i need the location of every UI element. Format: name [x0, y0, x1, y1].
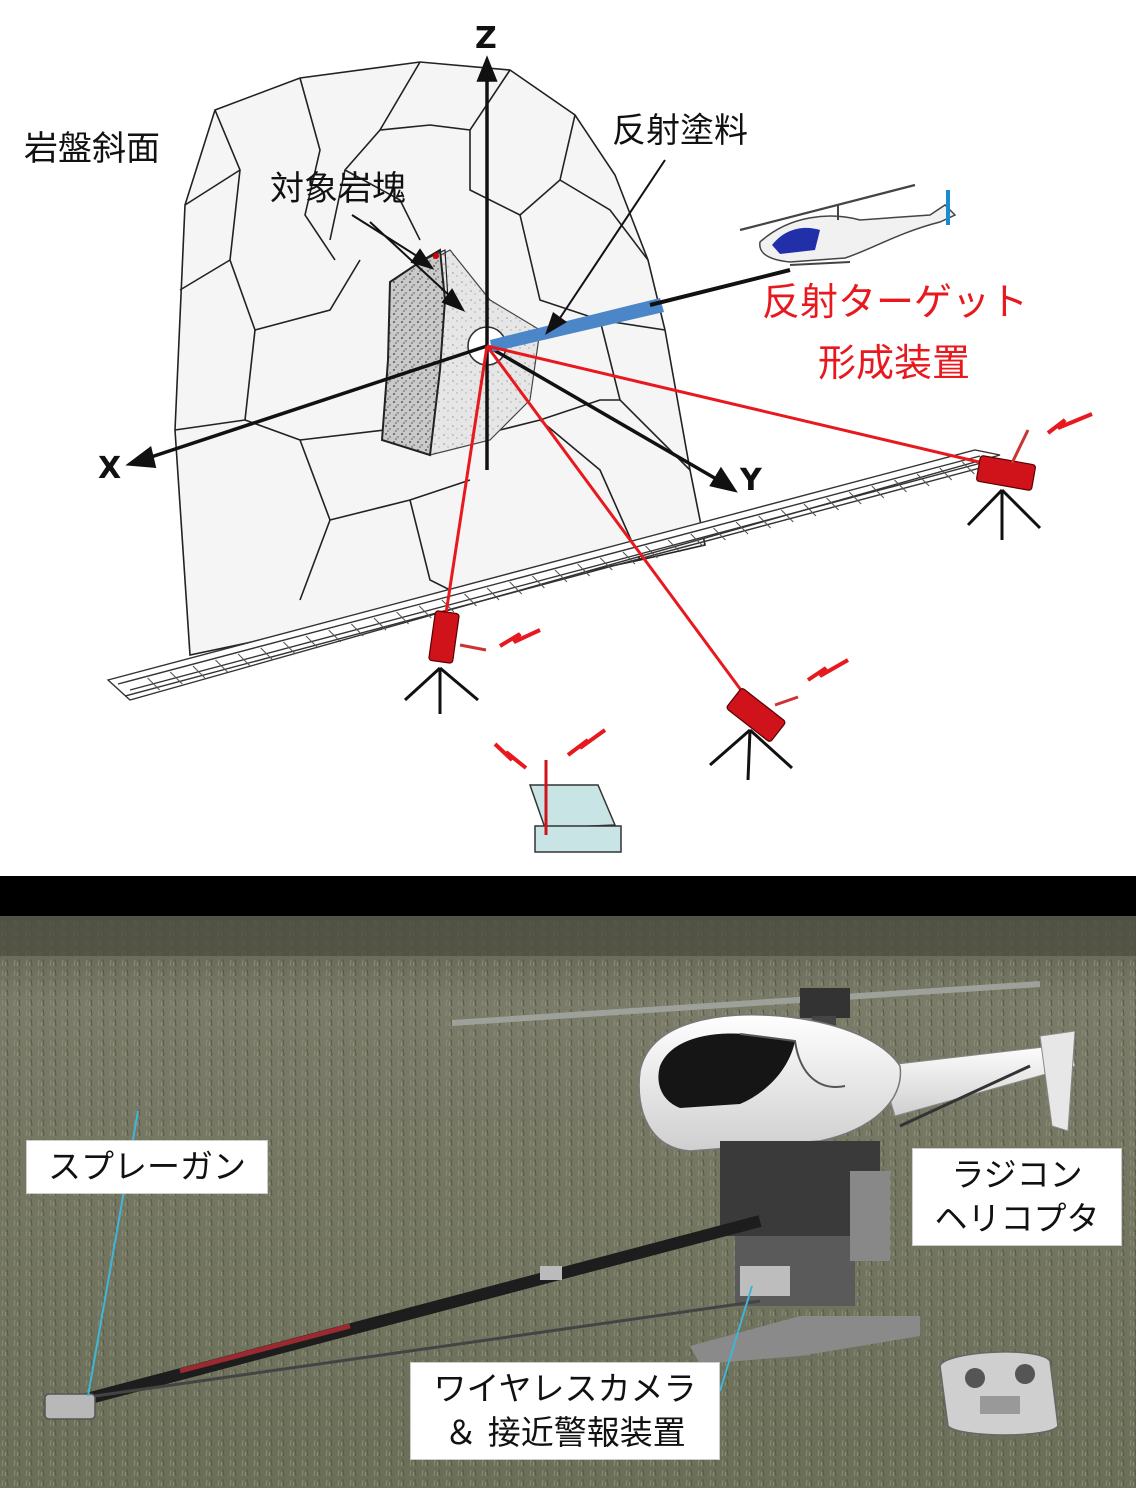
rail-tie: [961, 461, 975, 475]
diagram-canvas: 岩盤斜面 対象岩塊 反射塗料 反射ターゲット 形成装置 Z X Y: [24, 21, 1093, 853]
schematic-diagram: 岩盤斜面 対象岩塊 反射塗料 反射ターゲット 形成装置 Z X Y: [24, 21, 1093, 853]
rail-tie: [486, 587, 500, 601]
target-device-label-line2: 形成装置: [818, 341, 970, 385]
rail-tie: [871, 485, 885, 499]
rail-tie: [509, 581, 523, 595]
rail-tie: [373, 617, 387, 631]
laser-instrument-left: [403, 610, 541, 714]
paint-pointer: [545, 159, 666, 335]
rail-tie: [826, 497, 839, 511]
rail-tie: [350, 623, 364, 637]
rail-tie: [645, 545, 658, 559]
spray-gun-callout: スプレーガン: [26, 1140, 268, 1194]
engine-frame: [690, 1141, 920, 1364]
rail-tie: [758, 515, 772, 529]
rail-tie: [283, 641, 296, 655]
rail-tie: [690, 533, 704, 547]
rail-tie: [260, 647, 274, 661]
spray-boom: [649, 268, 791, 307]
photo-canvas: [0, 916, 1136, 1488]
rail-tie: [599, 557, 613, 571]
rock-slope-label: 岩盤斜面: [24, 129, 160, 169]
rail-tie: [916, 473, 930, 487]
rc-helicopter-label-line2: ヘリコプタ: [934, 1199, 1100, 1238]
spray-gun-label: スプレーガン: [48, 1147, 246, 1186]
monitor-receiver: [493, 728, 622, 853]
rail-tie: [622, 551, 636, 565]
rail-tie: [418, 605, 432, 619]
rail-tie: [464, 593, 477, 607]
laser-instrument-center: [709, 658, 849, 781]
target-block-label: 対象岩塊: [270, 169, 406, 209]
rail-tie: [147, 677, 161, 691]
rail-tie: [713, 527, 726, 541]
helicopter-icon: [739, 183, 957, 266]
rail-tie: [554, 569, 568, 583]
rail-tie: [577, 563, 591, 577]
laser-instrument-right: [966, 412, 1093, 540]
rail-tie: [735, 521, 749, 535]
axes: [125, 55, 738, 493]
rail-tie: [667, 539, 681, 553]
spray-gun-boom: [44, 1215, 762, 1420]
rail-tie: [531, 575, 545, 589]
rail-tie: [237, 653, 251, 667]
paint-spray-beam: [490, 298, 664, 352]
axis-z-label: Z: [475, 21, 497, 56]
camera-label-line2: ＆ 接近警報装置: [444, 1413, 686, 1452]
rail-tie: [894, 479, 907, 493]
rail-tie: [939, 467, 953, 481]
rail-tie: [803, 503, 817, 517]
reflective-paint-label: 反射塗料: [612, 111, 748, 151]
transmitter-icon: [939, 1351, 1059, 1436]
rail-tie: [169, 671, 183, 685]
rail-tie: [192, 665, 206, 679]
rail-tie: [780, 509, 794, 523]
camera-label-line1: ワイヤレスカメラ: [433, 1369, 697, 1408]
rc-helicopter-callout: ラジコン ヘリコプタ: [912, 1148, 1122, 1246]
block-pointer: [351, 214, 466, 312]
axis-x-label: X: [98, 451, 121, 486]
camera-callout: ワイヤレスカメラ ＆ 接近警報装置: [410, 1362, 720, 1460]
rail-track: [106, 449, 1001, 701]
rail-tie: [848, 491, 862, 505]
tail-boom: [879, 1030, 1076, 1132]
target-block: [380, 248, 447, 457]
rail-tie: [305, 635, 319, 649]
rail-tie: [396, 611, 409, 625]
axis-y-label: Y: [739, 463, 763, 498]
rc-helicopter-label-line1: ラジコン: [951, 1155, 1083, 1194]
target-device-label-line1: 反射ターゲット: [762, 280, 1028, 324]
laser-beams: [443, 344, 1001, 706]
rail-ties: [147, 461, 975, 691]
helicopter-photo: スプレーガン ラジコン ヘリコプタ ワイヤレスカメラ ＆ 接近警報装置: [0, 916, 1136, 1488]
rail-tie: [215, 659, 228, 673]
divider-band: [0, 876, 1136, 916]
rail-tie: [328, 629, 342, 643]
fuselage: [638, 1014, 902, 1152]
